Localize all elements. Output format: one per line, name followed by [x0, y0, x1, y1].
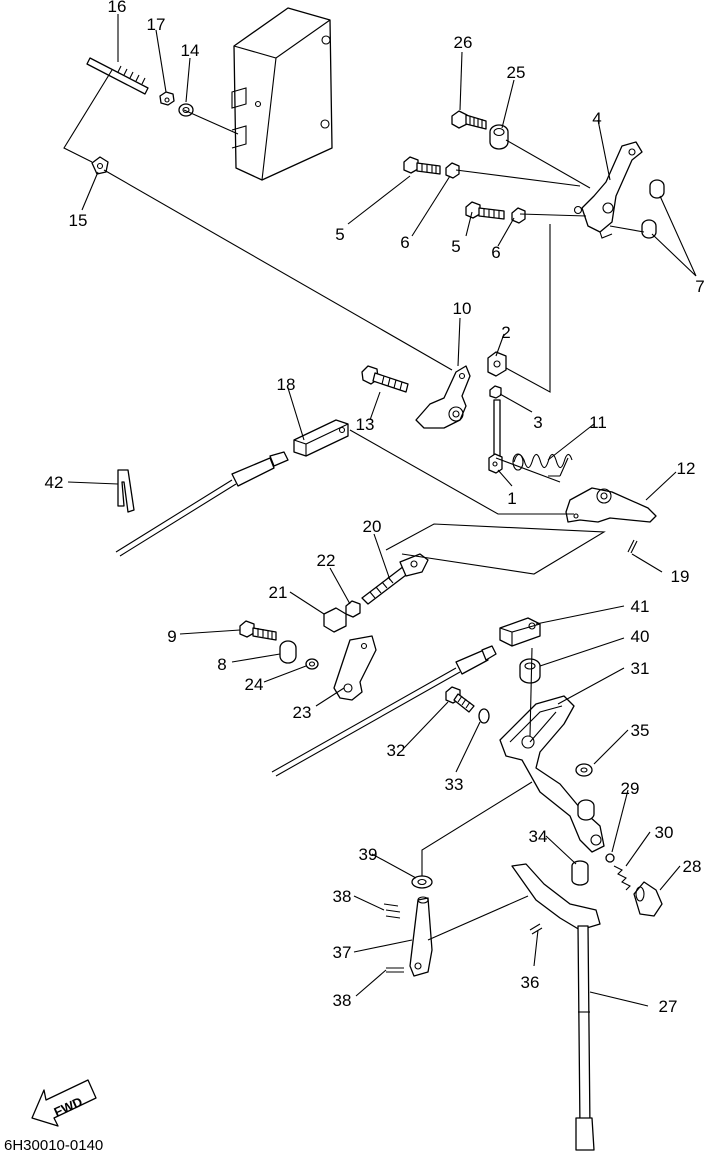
part-34-bushing [571, 860, 589, 886]
callout-12: 12 [677, 459, 696, 478]
callout-30: 30 [655, 823, 674, 842]
part-38-pins-upper [383, 903, 401, 919]
callout-35: 35 [631, 721, 650, 740]
diagram-code: 6H30010-0140 [4, 1137, 103, 1154]
callout-25: 25 [507, 63, 526, 82]
callout-13: 13 [356, 415, 375, 434]
callout-6b: 6 [491, 243, 500, 262]
part-31-collar [577, 799, 595, 821]
callout-1: 1 [507, 489, 516, 508]
part-38-pin-lower [386, 967, 404, 973]
callout-38b: 38 [333, 991, 352, 1010]
part-30-spring [613, 865, 631, 891]
part-8-collar [279, 640, 297, 664]
part-36-pin [529, 923, 543, 935]
callout-31: 31 [631, 659, 650, 678]
leader-lines [63, 14, 697, 1007]
part-6-nut-upper [445, 162, 460, 179]
callout-5b: 5 [451, 237, 460, 256]
part-16-stud-bolt [86, 57, 149, 95]
part-23-lever [333, 635, 377, 701]
callout-28: 28 [683, 857, 702, 876]
callout-6a: 6 [400, 233, 409, 252]
part-10-lever [415, 365, 471, 429]
part-27-shift-rod [511, 863, 601, 1151]
part-15-cable-end [91, 156, 109, 175]
part-13-bolt [361, 365, 409, 393]
callout-9: 9 [167, 627, 176, 646]
callout-15: 15 [69, 211, 88, 230]
callout-37: 37 [333, 943, 352, 962]
part-2-link-end [487, 351, 507, 377]
part-42-clip [117, 469, 135, 513]
control-box-housing [231, 7, 333, 181]
part-29-ball [605, 853, 615, 863]
callout-7: 7 [695, 277, 704, 296]
fwd-arrow-icon: FWD [31, 1079, 97, 1127]
callout-4: 4 [592, 109, 601, 128]
part-7-caps [641, 179, 665, 239]
part-35-washer [575, 763, 593, 777]
callout-labels: 16 17 14 15 26 25 4 5 6 5 6 7 10 2 3 11 … [45, 0, 705, 1016]
part-5-bolt-lower [465, 201, 505, 220]
part-17-nut [159, 91, 175, 106]
callout-34: 34 [529, 827, 548, 846]
part-28-knob [633, 881, 663, 917]
callout-32: 32 [387, 741, 406, 760]
callout-29: 29 [621, 779, 640, 798]
callout-3: 3 [533, 413, 542, 432]
part-39-washer [411, 875, 433, 889]
callout-8: 8 [217, 655, 226, 674]
callout-5a: 5 [335, 225, 344, 244]
callout-41: 41 [631, 597, 650, 616]
part-22-nut [345, 600, 361, 618]
callout-22: 22 [317, 551, 336, 570]
part-20-link-rod [361, 553, 429, 605]
part-40-collar [519, 658, 541, 684]
part-9-bolt [239, 620, 277, 641]
part-19-pin [627, 539, 638, 554]
callout-38a: 38 [333, 887, 352, 906]
part-11-spring [512, 453, 573, 477]
part-37-shaft [409, 896, 433, 977]
callout-27: 27 [659, 997, 678, 1016]
part-33-washer [478, 708, 490, 724]
part-25-collar [489, 124, 509, 150]
callout-17: 17 [147, 15, 166, 34]
callout-39: 39 [359, 845, 378, 864]
part-4-lever [573, 141, 643, 239]
callout-11: 11 [589, 413, 607, 432]
callout-36: 36 [521, 973, 540, 992]
part-6-nut-lower [511, 207, 526, 224]
part-1-rod [488, 399, 503, 474]
callout-16: 16 [108, 0, 127, 16]
part-26-bolt [451, 110, 487, 130]
part-18-link-block [293, 419, 349, 457]
shift-cable-lower [271, 645, 497, 777]
part-21-block [323, 607, 347, 633]
part-12-lever [565, 487, 657, 523]
callout-33: 33 [445, 775, 464, 794]
callout-10: 10 [453, 299, 472, 318]
part-14-collar [178, 103, 194, 117]
callout-2: 2 [501, 323, 510, 342]
part-24-washer [305, 658, 319, 670]
callout-19: 19 [671, 567, 690, 586]
part-5-bolt-upper [403, 156, 441, 175]
throttle-cable-upper [115, 451, 289, 557]
callout-23: 23 [293, 703, 312, 722]
callout-40: 40 [631, 627, 650, 646]
callout-18: 18 [277, 375, 296, 394]
callout-24: 24 [245, 675, 264, 694]
callout-20: 20 [363, 517, 382, 536]
part-41-link-block [499, 617, 541, 647]
callout-21: 21 [269, 583, 288, 602]
part-3-nut [489, 385, 502, 399]
callout-26: 26 [454, 33, 473, 52]
callout-42: 42 [45, 473, 64, 492]
part-32-bolt [445, 686, 475, 713]
callout-14: 14 [181, 41, 200, 60]
